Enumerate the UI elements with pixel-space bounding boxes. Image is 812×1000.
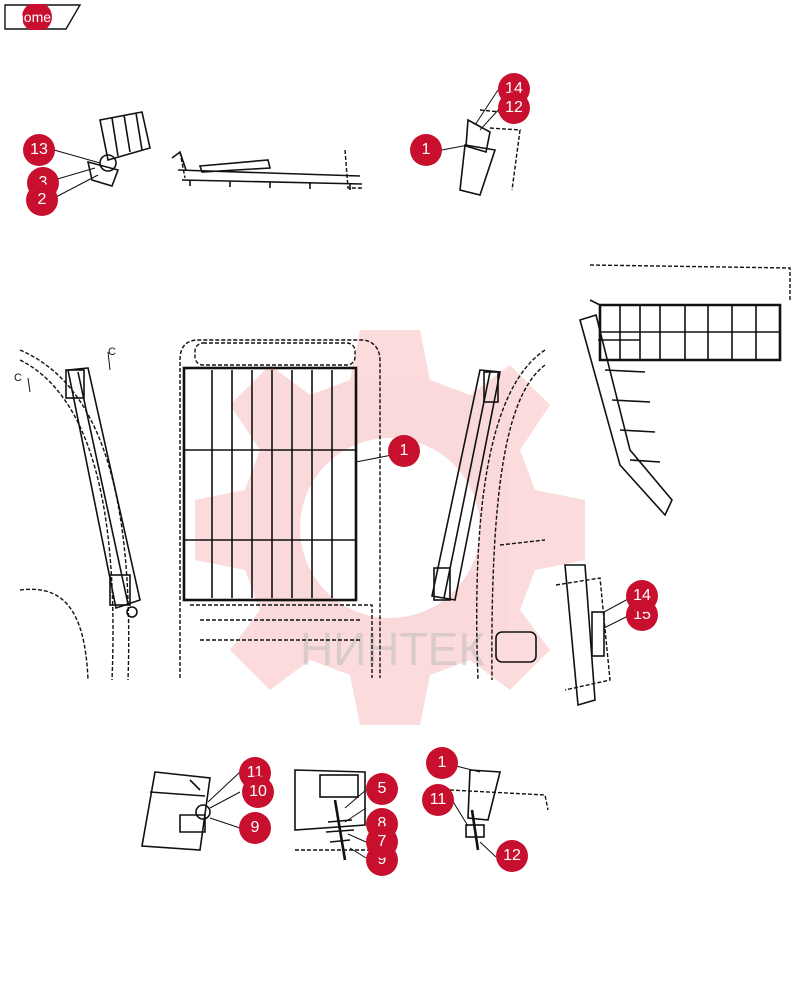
- grille-ladder-iso-view: [579, 264, 791, 517]
- cab-side-view-right: [431, 349, 546, 681]
- home-label: home: [16, 9, 52, 25]
- callout-12-top-right[interactable]: 12: [498, 92, 530, 124]
- callout-12-bottom-right[interactable]: 12: [496, 840, 528, 872]
- callout-1-bottom-right[interactable]: 1: [426, 747, 458, 779]
- cab-side-view-left: [19, 349, 141, 681]
- grille-top-view: [171, 149, 363, 190]
- callout-7-bottom-middle[interactable]: 7: [366, 826, 398, 858]
- callout-5-bottom-middle[interactable]: 5: [366, 773, 398, 805]
- callout-1-main[interactable]: 1: [388, 435, 420, 467]
- front-grille-view: [179, 339, 393, 678]
- hinge-detail-bottom-left: [141, 771, 241, 851]
- section-c-label-right: C: [108, 346, 116, 358]
- callout-10-bottom-left[interactable]: 10: [242, 776, 274, 808]
- home-tab[interactable]: home: [4, 4, 82, 30]
- section-c-label-left: C: [14, 372, 22, 384]
- home-tab-outline: [4, 4, 82, 30]
- callout-9-bottom-left[interactable]: 9: [239, 812, 271, 844]
- section-c-detail: [555, 564, 631, 707]
- callout-13-top-left[interactable]: 13: [23, 134, 55, 166]
- pin-detail-bottom-right: [449, 765, 549, 858]
- callout-2-top-left[interactable]: 2: [26, 184, 58, 216]
- callout-14-side[interactable]: 14: [626, 580, 658, 612]
- hinge-detail-top-left: [53, 111, 151, 199]
- pin-detail-top-right: [441, 89, 521, 196]
- callout-1-top-right[interactable]: 1: [410, 134, 442, 166]
- callout-11-bottom-right[interactable]: 11: [422, 784, 454, 816]
- watermark-text: НИНТЕК: [300, 623, 485, 675]
